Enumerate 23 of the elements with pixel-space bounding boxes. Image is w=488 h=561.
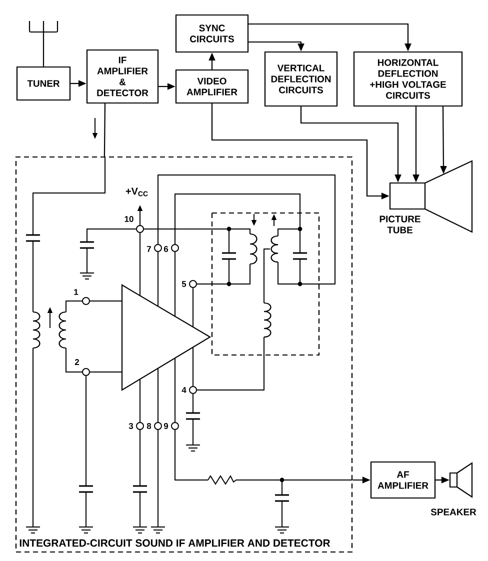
connector-line [42,32,44,66]
node-label: PICTURE TUBE [380,216,420,234]
supply-label: +V$_{CC}$ [126,188,148,196]
pin-number: 5 [182,281,186,287]
block-box: HORIZONTAL DEFLECTION +HIGH VOLTAGE CIRCUITS [353,51,463,107]
picture-tube: PICTURE TUBE [380,160,473,234]
block-box: SYNC CIRCUITS [175,14,249,53]
pin-number: 10 [124,216,134,222]
antenna-symbol [28,20,58,33]
connector-line [104,104,106,156]
pin-number: 3 [128,423,134,429]
pin-number: 6 [164,246,168,252]
block-box: TUNER [16,66,71,101]
pin-number: 9 [164,423,168,429]
pin-number: 4 [182,387,186,393]
pin-number: 1 [74,289,78,295]
block-box: AF AMPLIFIER [370,461,436,499]
block-box: IF AMPLIFIER & DETECTOR [86,49,159,104]
block-box: VERTICAL DEFLECTION CIRCUITS [264,51,338,107]
pin-number: 8 [146,423,152,429]
block-box: VIDEO AMPLIFIER [175,69,249,104]
pin-number: 7 [147,246,151,252]
pin-number: 2 [74,359,80,365]
